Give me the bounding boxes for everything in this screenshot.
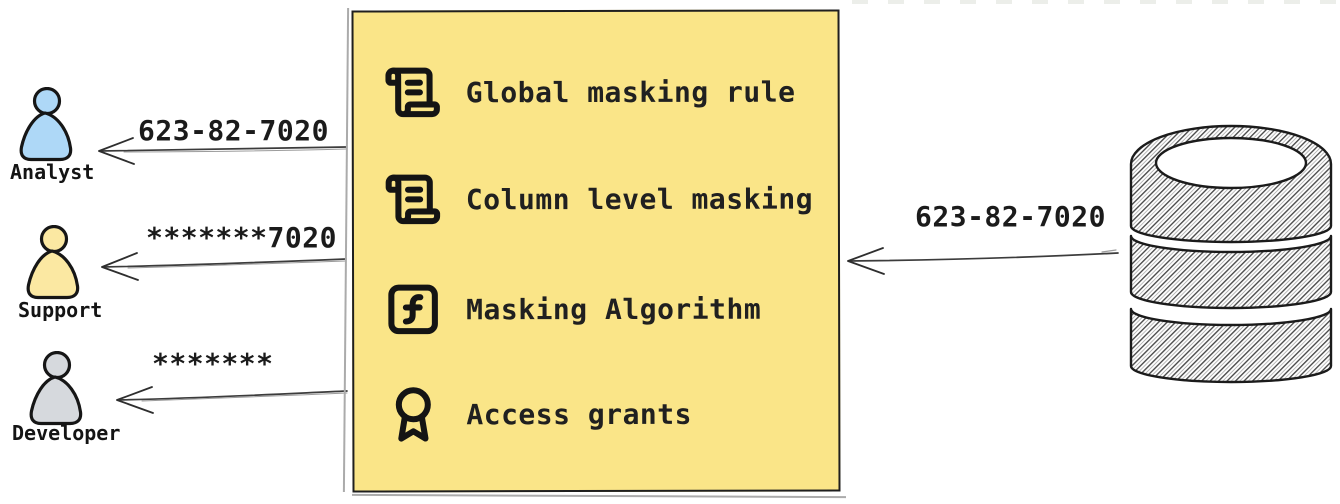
box-sketch-line-left (342, 8, 350, 492)
masking-box-item-label: Access grants (466, 397, 693, 431)
developer-user-icon (29, 351, 83, 426)
arrow-from-database (847, 247, 1119, 275)
masking-box: Global masking rule Column level masking… (351, 9, 841, 493)
box-sketch-line-bottom (351, 493, 847, 499)
masking-box-item-label: Column level masking (465, 182, 814, 216)
masking-box-item-global-rule: Global masking rule (384, 62, 796, 123)
masked-value-support: *******7020 (146, 221, 337, 254)
persona-label-support: Support (18, 298, 103, 322)
masking-box-item-access-grants: Access grants (384, 384, 692, 445)
arrow-to-developer (116, 386, 348, 414)
masked-value-developer: ******* (152, 347, 274, 380)
source-value-database: 623-82-7020 (915, 200, 1106, 233)
analyst-user-icon (19, 87, 73, 162)
function-square-icon (388, 284, 438, 335)
scroll-text-icon (385, 174, 441, 225)
persona-label-analyst: Analyst (10, 160, 95, 184)
top-edge-artifact (852, 0, 1340, 4)
database-cylinder (1129, 124, 1333, 384)
award-icon (395, 387, 431, 442)
persona-label-developer: Developer (12, 421, 121, 445)
masking-box-item-label: Masking Algorithm (466, 292, 762, 326)
arrow-to-support (101, 252, 347, 281)
database-icon (1128, 122, 1334, 390)
scroll-text-icon (385, 67, 440, 118)
masking-box-item-column-masking: Column level masking (384, 169, 813, 230)
support-user-icon (26, 225, 80, 300)
masking-box-item-algorithm: Masking Algorithm (384, 279, 761, 340)
masked-value-analyst: 623-82-7020 (138, 114, 329, 147)
masking-box-item-label: Global masking rule (465, 75, 796, 109)
